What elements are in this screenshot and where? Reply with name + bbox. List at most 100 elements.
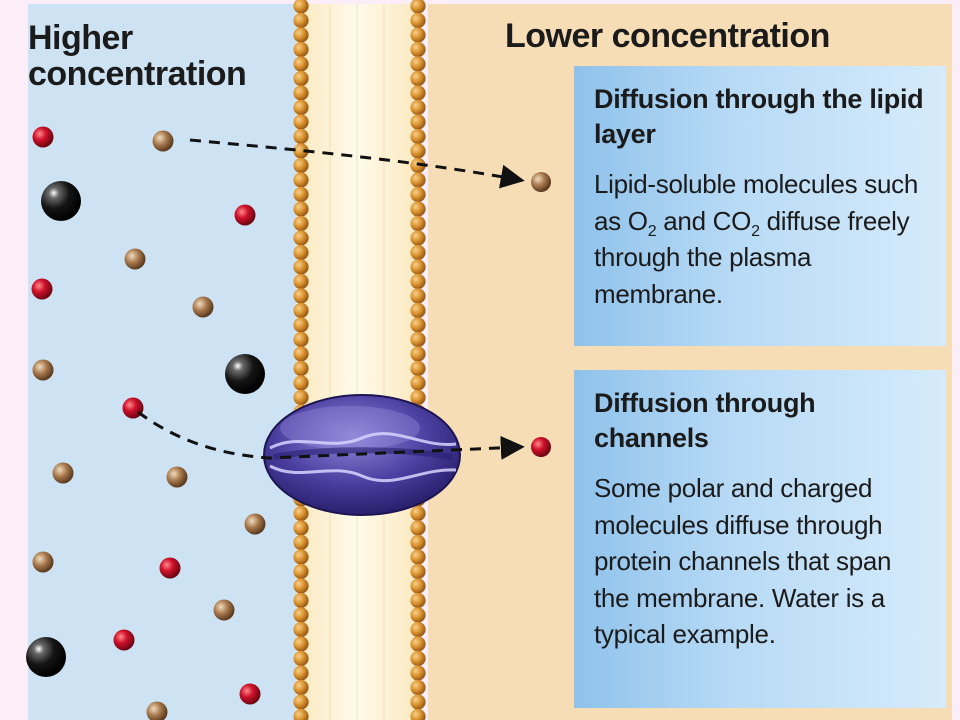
phospholipid-head [410,520,426,536]
tan-molecule [244,513,266,535]
dark-molecule [41,181,81,221]
tan-molecule [146,701,168,720]
phospholipid-head [410,186,426,203]
phospholipid-head [293,578,309,594]
tan-molecule [192,296,214,318]
red-molecule-diffused [531,437,551,457]
phospholipid-head [293,70,309,87]
co2-subscript: 2 [751,222,760,240]
lipid-diffusion-arrow [189,138,525,189]
dark-molecule [26,637,66,677]
phospholipid-head [410,273,426,290]
phospholipid-head [410,230,426,246]
phospholipid-head [410,99,426,116]
phospholipid-head [410,288,426,304]
phospholipid-head [293,360,309,377]
phospholipid-head [410,85,426,101]
phospholipid-head [410,201,426,217]
phospholipid-head [410,244,426,261]
phospholipid-head [293,157,309,174]
phospholipid-head [293,273,309,290]
phospholipid-head [293,592,309,609]
channel-diffusion-arrow [137,410,525,460]
phospholipid-head [410,563,426,580]
phospholipid-head [293,244,309,261]
phospholipid-head [410,578,426,594]
red-molecule [234,204,256,226]
tan-molecule [213,599,235,621]
phospholipid-head [293,621,309,638]
lipid-body-prefix: Lipid-soluble molecules such as O [594,169,919,236]
phospholipid-head [293,650,309,667]
molecules [26,126,266,720]
phospholipid-head [293,317,309,333]
phospholipid-head [293,520,309,536]
lipid-panel-title: Diffusion through the lipid layer [594,84,924,149]
tan-molecule [124,248,146,270]
phospholipid-head [410,114,426,130]
phospholipid-head [293,607,309,623]
phospholipid-head [293,331,309,348]
phospholipid-head [410,505,426,522]
phospholipid-head [293,302,309,319]
phospholipid-head [293,636,309,652]
tan-molecule [52,462,74,484]
phospholipid-head [410,259,426,275]
phospholipid-head [293,27,309,43]
phospholipid-head [293,85,309,101]
phospholipid-head [410,128,426,145]
phospholipid-head [410,708,426,720]
phospholipid-head [293,346,309,362]
phospholipid-head [293,230,309,246]
channel-panel-body: Some polar and charged molecules diffuse… [594,473,892,649]
phospholipid-head [293,288,309,304]
tan-molecule-diffused [531,172,551,192]
channel-panel: Diffusion through channels Some polar an… [574,370,946,708]
phospholipid-head [410,534,426,551]
lipid-body-suffix: diffuse freely through the plasma membra… [594,205,910,309]
phospholipid-head [410,346,426,362]
phospholipid-head [410,143,426,159]
phospholipid-head [410,56,426,72]
lipid-layer-panel: Diffusion through the lipid layer Lipid-… [574,66,946,346]
phospholipid-head [293,563,309,580]
tan-molecule [32,359,54,381]
phospholipid-head [410,215,426,232]
tan-molecule [152,130,174,152]
lower-concentration-label: Lower concentration [505,17,830,55]
phospholipid-head [410,389,426,406]
phospholipid-head [410,694,426,710]
phospholipid-head [293,389,309,406]
dark-molecule [225,354,265,394]
phospholipid-head [293,41,309,58]
phospholipid-head [293,708,309,720]
phospholipid-head [410,172,426,188]
phospholipid-head [410,317,426,333]
phospholipid-head [293,679,309,696]
phospholipid-head [293,143,309,159]
red-molecule [159,557,181,579]
phospholipid-head [410,41,426,58]
higher-concentration-label: Higher concentration [28,19,247,93]
phospholipid-head [293,665,309,681]
phospholipid-head [410,70,426,87]
red-molecule [31,278,53,300]
phospholipid-head [293,259,309,275]
phospholipid-head [293,114,309,130]
lipid-panel-body: Lipid-soluble molecules such as O2 and C… [594,166,932,312]
phospholipid-head [293,56,309,72]
red-molecule [32,126,54,148]
tan-molecule [32,551,54,573]
phospholipid-head [293,99,309,116]
phospholipid-head [293,12,309,29]
phospholipid-head [293,186,309,203]
phospholipid-head [410,360,426,377]
phospholipid-head [293,0,309,14]
phospholipid-head [410,650,426,667]
phospholipid-head [410,12,426,29]
lipid-body-middle: and CO [656,205,752,236]
phospholipid-head [293,201,309,217]
phospholipid-head [410,302,426,319]
phospholipid-head [410,636,426,652]
phospholipid-head [293,549,309,565]
